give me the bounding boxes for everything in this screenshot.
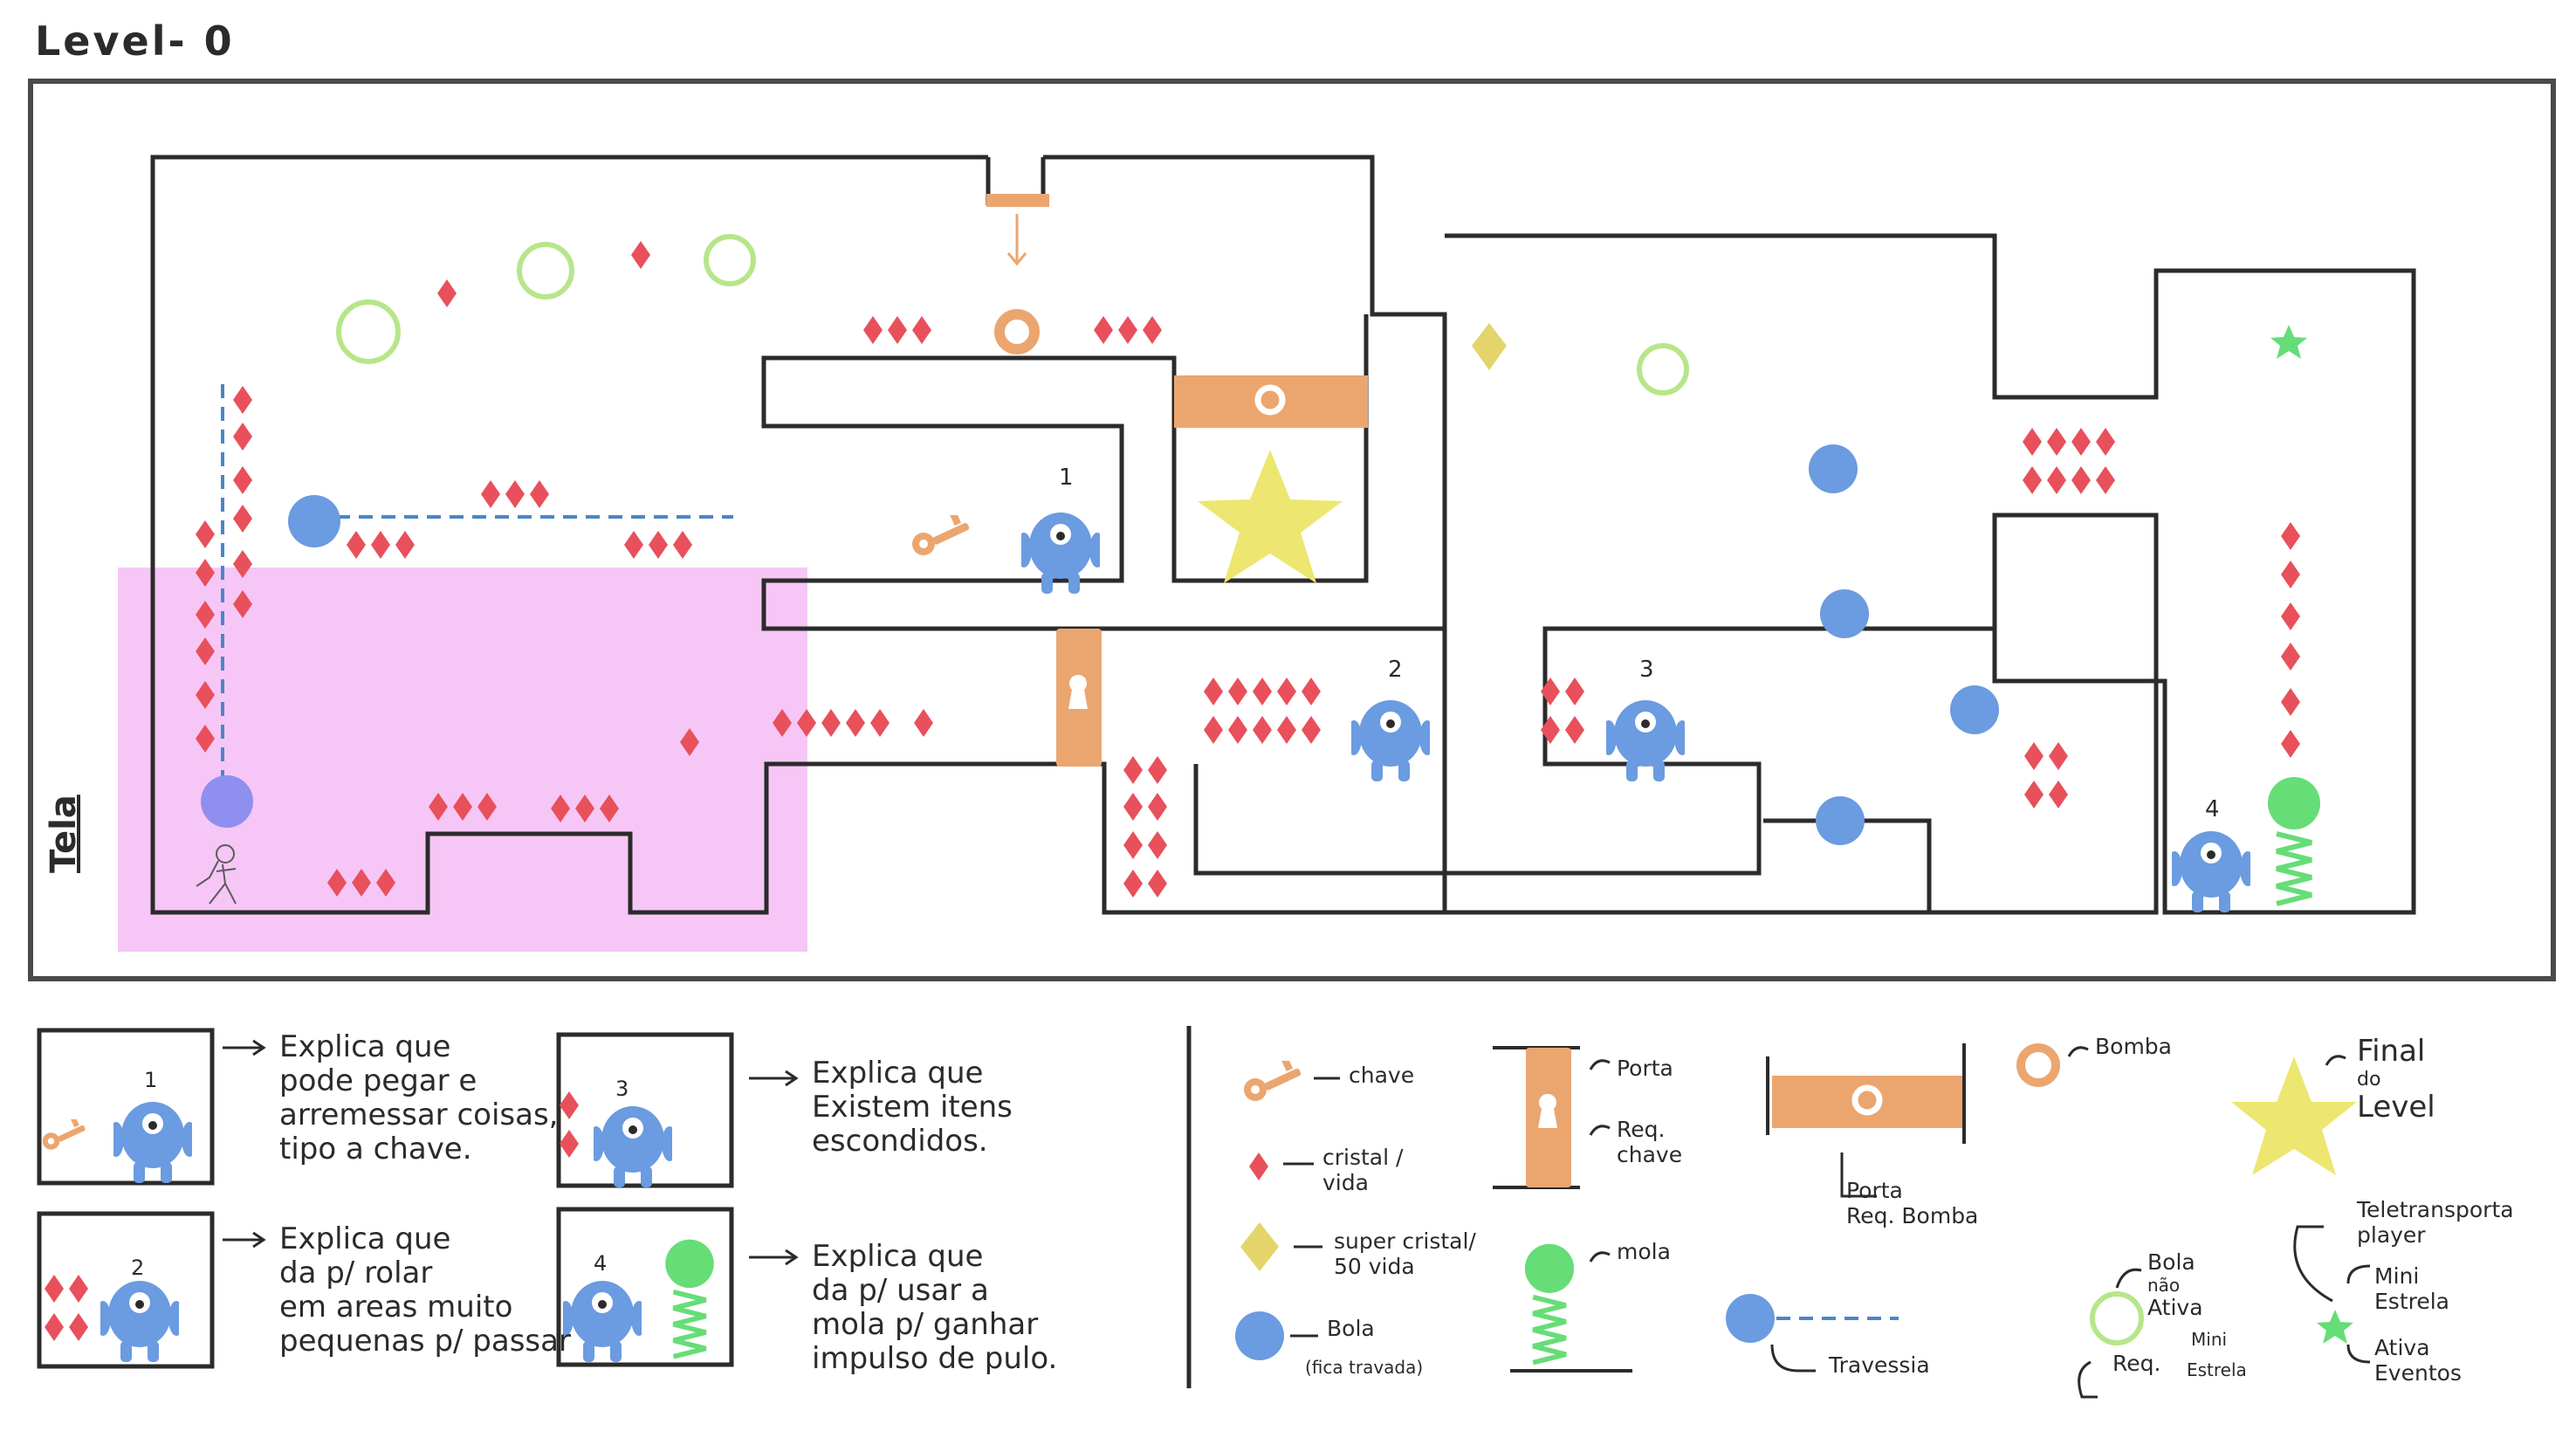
legend-mini-star-icon	[2317, 1310, 2353, 1344]
npc-4-label: 4	[2205, 796, 2220, 822]
npc-2-label: 2	[1388, 657, 1403, 683]
key[interactable]	[912, 512, 971, 555]
bomb-hatch	[986, 194, 1049, 207]
legend-bomb-door-frame	[1766, 1043, 1966, 1144]
tutorial-2-crystal	[69, 1313, 88, 1341]
tutorial-3-badge: 3	[615, 1077, 629, 1101]
npc-4[interactable]	[2167, 831, 2256, 912]
tutorial-1-badge: 1	[144, 1068, 157, 1092]
super-crystal	[1472, 323, 1507, 370]
legend-key-icon	[1244, 1061, 1302, 1101]
legend-star-icon	[2231, 1056, 2357, 1175]
level-end-star	[1198, 450, 1343, 583]
tutorial-1-key-icon	[42, 1119, 86, 1150]
keyhole-icon	[1068, 674, 1088, 709]
npc-3-label: 3	[1639, 657, 1654, 683]
legend-spring-label: mola	[1617, 1239, 1671, 1264]
legend-bomb-door-ring	[1851, 1084, 1883, 1116]
tutorial-1-npc	[113, 1102, 192, 1183]
tutorial-4-npc	[563, 1281, 642, 1362]
tutorial-arrows	[223, 1039, 799, 1266]
spring[interactable]	[2268, 777, 2320, 904]
walls	[150, 155, 2416, 915]
inactive-balls	[336, 234, 1689, 396]
npc-1-label: 1	[1059, 464, 1074, 491]
legend-travessia-label: Travessia	[1829, 1352, 1930, 1378]
legend-bomb-door-icon	[1772, 1076, 1962, 1128]
legend-arrows	[1283, 1046, 2371, 1399]
legend-super-crystal-icon	[1240, 1222, 1279, 1271]
tutorial-2-crystal	[45, 1275, 64, 1303]
tutorial-frames	[37, 1028, 734, 1369]
down-arrow-icon	[1006, 214, 1027, 266]
tutorial-3-crystal	[560, 1130, 579, 1158]
bomb-door	[1174, 375, 1368, 428]
legend-ball-icon	[1235, 1311, 1284, 1360]
traversal-ball-in-screen[interactable]	[201, 775, 253, 828]
mini-star[interactable]	[2270, 325, 2307, 359]
tutorial-2-npc	[100, 1281, 179, 1362]
tutorial-3-npc	[594, 1106, 672, 1187]
level-border	[28, 79, 2556, 981]
traversal-ball[interactable]	[288, 495, 340, 547]
legend-super-crystal-label: super cristal/50 vida	[1334, 1228, 1476, 1279]
level-title: Level- 0	[35, 17, 235, 65]
legend-ring-icon	[2090, 1291, 2144, 1345]
tutorial-4-badge: 4	[594, 1251, 607, 1276]
legend-req-mini-star-label: Req. Mini Estrela	[2112, 1329, 2247, 1380]
npc-3[interactable]	[1601, 700, 1690, 781]
legend-bomb-icon	[2016, 1043, 2060, 1087]
tutorial-3-crystal	[560, 1091, 579, 1119]
player-sketch	[196, 844, 237, 905]
legend-crystal-label: cristal /vida	[1322, 1145, 1404, 1195]
bomb-door-icon	[1254, 384, 1286, 416]
legend-ball-label: Bola	[1327, 1316, 1375, 1341]
legend-ball-sublabel: (fica travada)	[1305, 1357, 1424, 1378]
legend-bomb-label: Bomba	[2095, 1034, 2172, 1059]
balls	[1809, 444, 1999, 845]
tutorial-2-badge: 2	[131, 1256, 144, 1280]
tutorial-4-spring	[665, 1240, 714, 1357]
legend-crystal-icon	[1249, 1152, 1268, 1180]
legend-spring-icon	[1525, 1244, 1574, 1363]
legend-door-label: Porta	[1617, 1056, 1673, 1081]
npc-2[interactable]	[1346, 700, 1435, 781]
legend-keyhole-icon	[1538, 1093, 1557, 1128]
tutorial-2-crystal	[45, 1313, 64, 1341]
bomb[interactable]	[994, 309, 1040, 354]
legend-req-key-label: Req.chave	[1617, 1117, 1683, 1167]
screen-area	[118, 568, 807, 952]
legend-key-label: chave	[1349, 1063, 1415, 1088]
tutorial-2-crystal	[69, 1275, 88, 1303]
legend-travessia-ball	[1726, 1294, 1775, 1343]
